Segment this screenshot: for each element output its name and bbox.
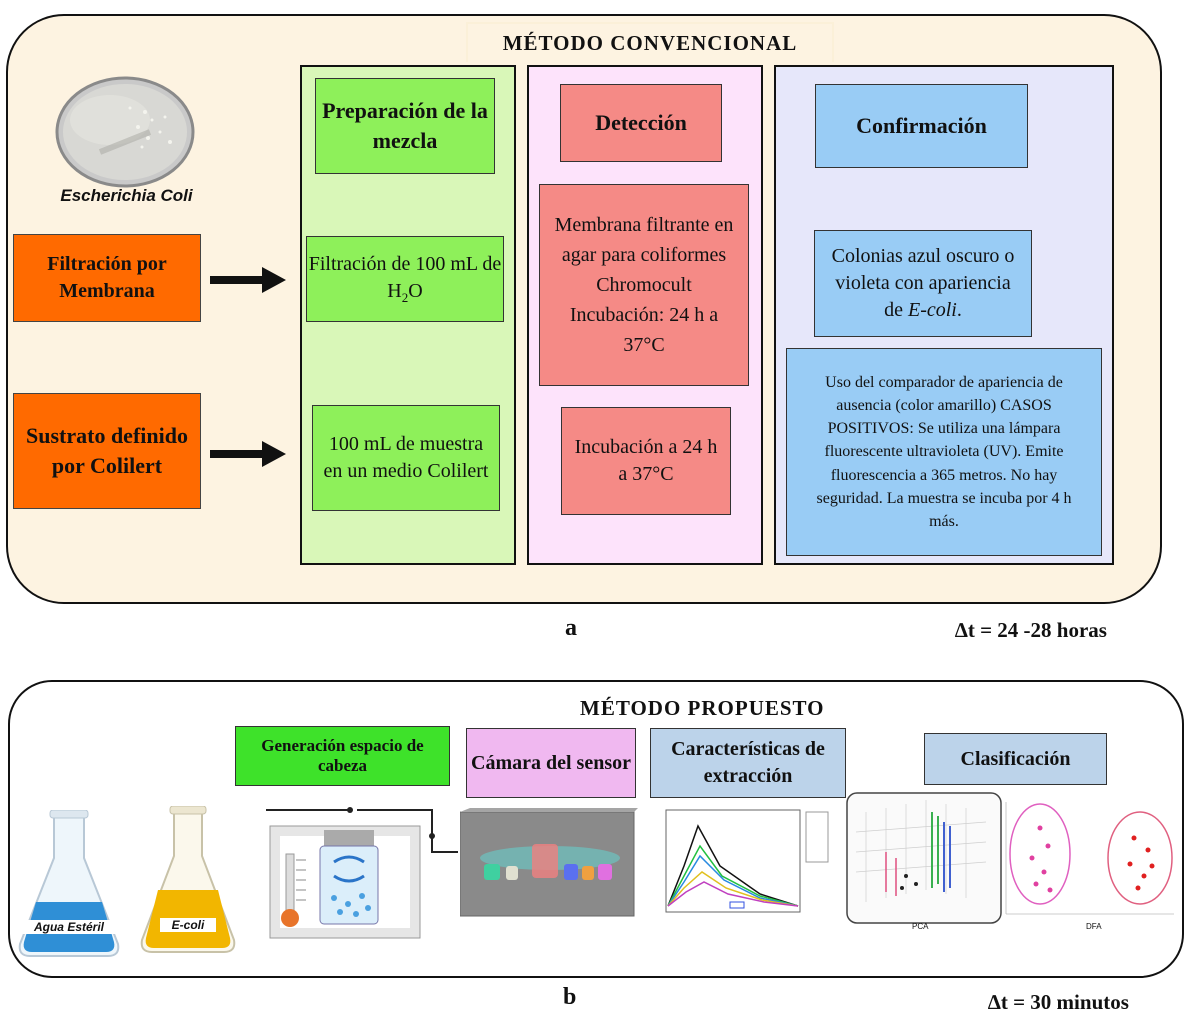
preparation-step-filtration: Filtración de 100 mL de H2O [306,236,504,322]
panel-b-time: ∆t = 30 minutos [988,990,1129,1014]
confirmation-step-comparator: Uso del comparador de apariencia de ause… [786,348,1102,556]
ecoli-label: E-coli [160,918,216,932]
confirmation-step-colonies: Colonias azul oscuro o violeta con apari… [814,230,1032,337]
organism-label: Escherichia Coli [60,186,193,205]
dfa-plot-image [1002,798,1178,918]
feature-extraction-plot-image [660,806,832,916]
headspace-apparatus-image [262,800,462,942]
petri-dish-image [50,72,200,192]
sensor-chamber-image [459,808,638,918]
detection-step-membrane: Membrana filtrante en agar para coliform… [539,184,749,386]
pca-label: PCA [912,922,929,931]
detection-step-incubation: Incubación a 24 h a 37°C [561,407,731,515]
step-feature-extraction: Características de extracción [650,728,846,798]
preparation-step-colilert: 100 mL de muestra en un medio Colilert [312,405,500,511]
dfa-label: DFA [1086,922,1102,931]
ecoli-flask-image [138,805,238,956]
arrow-2 [210,441,286,467]
confirmation-header: Confirmación [815,84,1028,168]
arrow-1 [210,267,286,293]
panel-a-label: a [565,615,577,641]
panel-b-title: MÉTODO PROPUESTO [580,696,825,720]
preparation-header: Preparación de la mezcla [315,78,495,174]
pca-plot-image [846,792,1002,924]
detection-header: Detección [560,84,722,162]
panel-b-label: b [563,984,577,1010]
method-membrane-filtration: Filtración por Membrana [13,234,201,322]
panel-a-title: MÉTODO CONVENCIONAL [468,24,832,62]
step-classification: Clasificación [924,733,1107,785]
panel-a-time: ∆t = 24 -28 horas [955,618,1107,642]
step-headspace-generation: Generación espacio de cabeza [235,726,450,786]
sterile-water-label: Agua Estéril [18,920,120,934]
method-colilert-substrate: Sustrato definido por Colilert [13,393,201,509]
step-sensor-chamber: Cámara del sensor [466,728,636,798]
sterile-water-flask-image [14,809,124,960]
